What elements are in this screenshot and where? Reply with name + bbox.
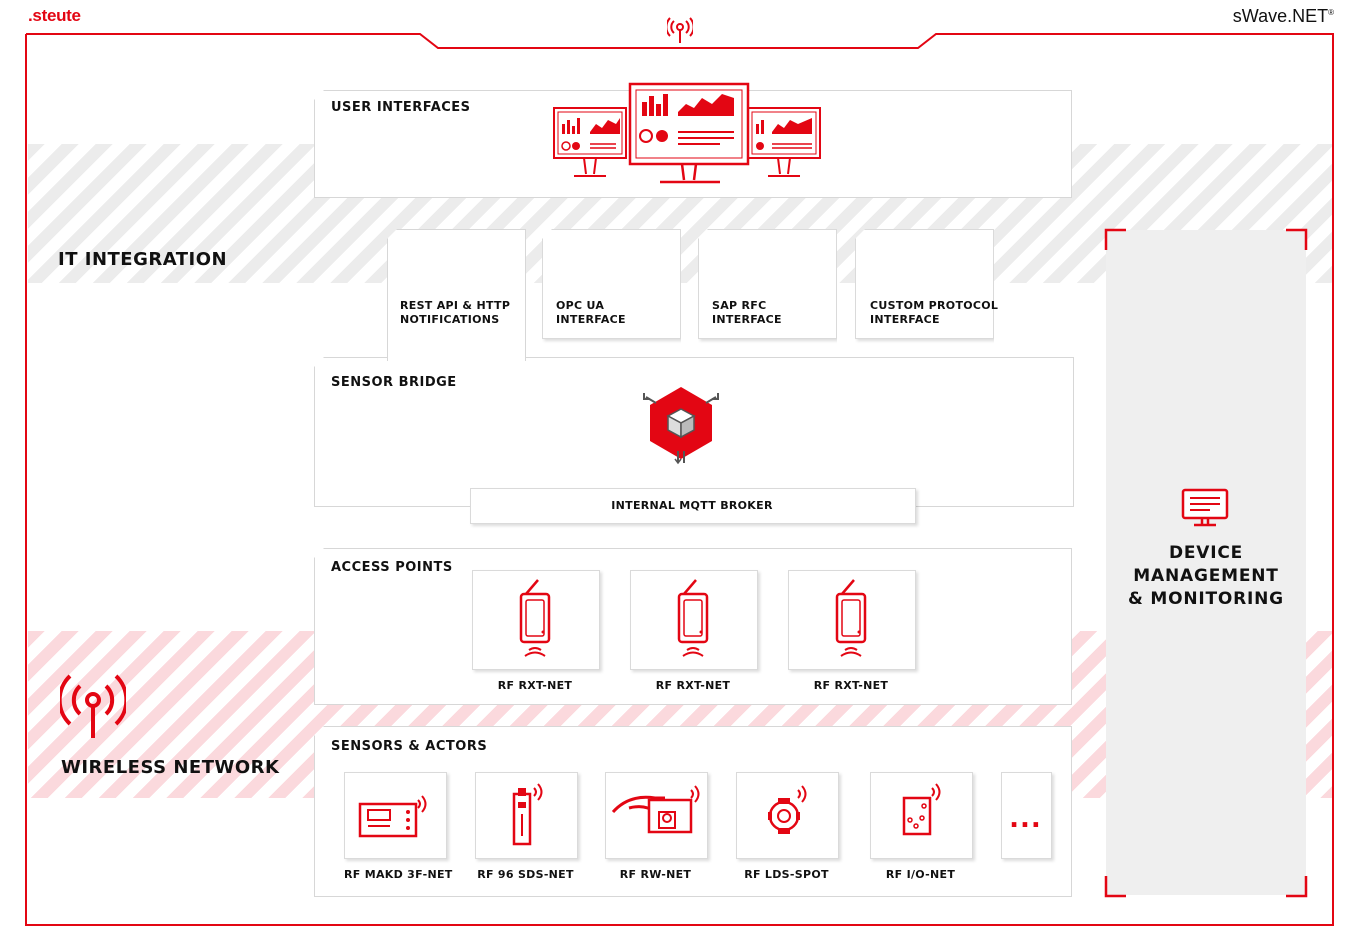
registered-mark: ® xyxy=(1328,8,1334,17)
user-interfaces-title: USER INTERFACES xyxy=(331,100,471,115)
device-management-panel xyxy=(1106,230,1306,895)
device-management-title: DEVICE MANAGEMENT & MONITORING xyxy=(1128,543,1284,609)
wireless-network-label: WIRELESS NETWORK xyxy=(61,757,280,778)
sensor-bridge-title: SENSOR BRIDGE xyxy=(331,375,457,390)
position-switch-icon xyxy=(358,795,427,838)
more-sensors-ellipsis: ... xyxy=(1009,804,1042,834)
swave-net-logo: sWave.NET® xyxy=(1233,6,1334,27)
spot-sensor-icon xyxy=(768,785,807,834)
sensor-label-lds: RF LDS-SPOT xyxy=(744,868,829,881)
sensor-label-sds: RF 96 SDS-NET xyxy=(477,868,574,881)
swave-net-logo-text: sWave.NET xyxy=(1232,6,1329,26)
access-point-icon xyxy=(677,579,709,657)
it-integration-label: IT INTEGRATION xyxy=(58,249,228,270)
sensor-label-rw: RF RW-NET xyxy=(619,868,692,881)
bridge-cube-icon xyxy=(643,387,719,465)
rest-api-card xyxy=(387,229,526,361)
wireless-antenna-icon xyxy=(60,674,126,738)
sensor-card-io xyxy=(870,772,973,859)
access-point-icon xyxy=(835,579,867,657)
access-point-label-3: RF RXT-NET xyxy=(813,679,889,692)
antenna-icon xyxy=(667,17,693,43)
mqtt-broker-box xyxy=(470,488,916,524)
more-sensors-card xyxy=(1001,772,1052,859)
sap-rfc-label: SAP RFC INTERFACE xyxy=(712,299,782,326)
monitors-icon xyxy=(553,82,821,184)
sensors-actors-title: SENSORS & ACTORS xyxy=(331,739,488,754)
monitor-icon xyxy=(1181,488,1229,527)
custom-protocol-label: CUSTOM PROTOCOL INTERFACE xyxy=(870,299,999,326)
device-management-brackets xyxy=(1104,228,1308,898)
sensor-label-io: RF I/O-NET xyxy=(885,868,956,881)
safety-switch-icon xyxy=(512,783,543,846)
steute-logo: .steute xyxy=(28,6,81,25)
opc-ua-card xyxy=(542,229,681,339)
access-point-icon xyxy=(519,579,551,657)
io-module-icon xyxy=(902,783,941,836)
access-point-label-2: RF RXT-NET xyxy=(655,679,731,692)
mqtt-broker-label: INTERNAL MQTT BROKER xyxy=(611,499,773,512)
access-points-title: ACCESS POINTS xyxy=(331,560,453,575)
rest-api-label: REST API & HTTP NOTIFICATIONS xyxy=(400,299,511,326)
access-point-label-1: RF RXT-NET xyxy=(497,679,573,692)
rope-pull-switch-icon xyxy=(611,785,700,834)
sap-rfc-card xyxy=(698,229,837,339)
custom-protocol-card xyxy=(855,229,994,339)
sensor-label-makd: RF MAKD 3F-NET xyxy=(344,868,453,881)
opc-ua-label: OPC UA INTERFACE xyxy=(556,299,626,326)
